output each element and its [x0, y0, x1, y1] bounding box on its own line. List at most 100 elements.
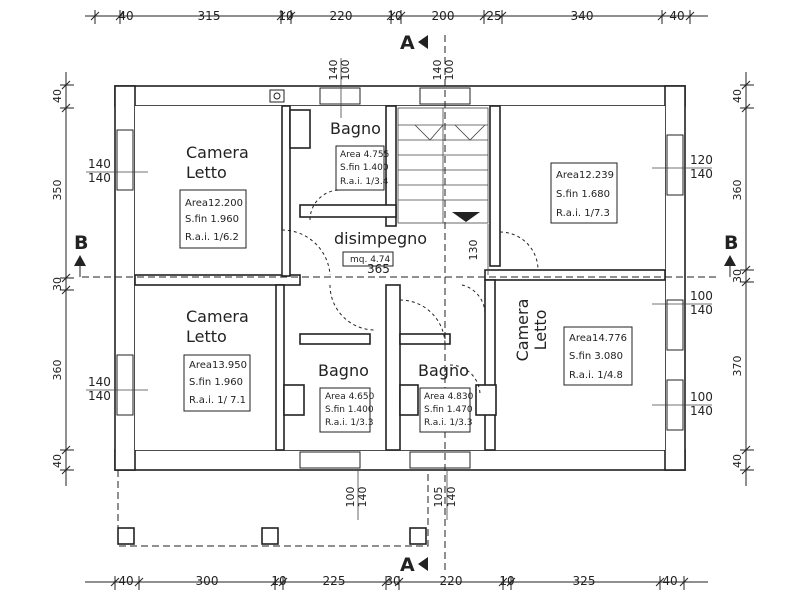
dim-top-3: 10 [278, 9, 293, 23]
room-rai: R.a.i. 1/3.3 [325, 418, 373, 428]
window-width: 140 [88, 375, 111, 389]
room-name-line1: Camera [513, 299, 532, 362]
room-camera-top-left: Camera Letto Area12.200 S.fin 1.960 R.a.… [86, 143, 249, 249]
dim-left-5: 40 [51, 454, 64, 468]
window-height: 140 [88, 171, 111, 185]
room-name: Bagno [330, 119, 381, 138]
dim-bottom-6: 220 [440, 574, 463, 588]
dim-left-2: 350 [51, 180, 64, 201]
section-b-left-label: B [74, 232, 88, 254]
dim-right-3: 30 [731, 269, 744, 283]
window-height: 140 [690, 303, 713, 317]
dim-top-4: 220 [330, 9, 353, 23]
dim-top-5: 10 [387, 9, 402, 23]
room-bagno-bottom-left: Bagno Area 4.650 S.fin 1.400 R.a.i. 1/3.… [318, 361, 375, 520]
window-width: 100 [690, 289, 713, 303]
dim-365: 365 [367, 262, 390, 276]
window-height: 140 [690, 167, 713, 181]
wall-stair-right [489, 105, 501, 267]
section-b-right-arrow-icon [724, 255, 736, 266]
niche-1 [289, 109, 311, 149]
window-bagnoBR [409, 451, 471, 469]
pillar-2 [261, 527, 279, 545]
room-area: Area12.239 [556, 170, 614, 181]
room-area: Area 4.650 [325, 392, 375, 402]
niche-2 [283, 384, 305, 416]
room-name: Bagno [318, 361, 369, 380]
dim-right-4: 370 [731, 356, 744, 377]
window-cameraBR-1 [666, 299, 684, 351]
section-b-left-arrow-icon [74, 255, 86, 266]
wall-mid-right [484, 269, 666, 281]
window-cameraBL [116, 354, 134, 416]
dim-right-1: 40 [731, 89, 744, 103]
niche-4 [399, 384, 419, 416]
wall-top [114, 85, 686, 107]
dim-bottom-9: 40 [662, 574, 677, 588]
window-height: 140 [445, 487, 458, 508]
wall-bagnoBL-top [299, 333, 371, 345]
window-height: 140 [88, 389, 111, 403]
room-rai: R.a.i. 1/6.2 [185, 232, 239, 243]
window-bagnoBL [299, 451, 361, 469]
stair-window-dim: 100 140 [431, 60, 456, 81]
section-b-right-label: B [724, 232, 738, 254]
room-sfin: S.fin 1.960 [189, 377, 243, 388]
pillar-1 [117, 527, 135, 545]
dim-right-5: 40 [731, 454, 744, 468]
room-name: disimpegno [334, 229, 427, 248]
dim-bottom-2: 300 [196, 574, 219, 588]
window-width: 105 [432, 487, 445, 508]
room-name-line1: Camera [186, 143, 249, 162]
wall-bottom [114, 449, 686, 471]
room-area: Area14.776 [569, 333, 627, 344]
window-width: 100 [344, 487, 357, 508]
room-rai: R.a.i. 1/ 7.1 [189, 395, 246, 406]
section-a-top-label: A [400, 32, 415, 54]
window2-height: 140 [690, 404, 713, 418]
room-area: Area 4.755 [340, 150, 389, 160]
window-height: 140 [431, 60, 444, 81]
wall-bagni-divider [385, 284, 401, 451]
stair-arrow-icon [452, 212, 480, 222]
wall-bagnoBR-top [399, 333, 451, 345]
dim-top-7: 25 [486, 9, 501, 23]
wall-mid-left [134, 274, 301, 286]
room-name-line2: Letto [186, 163, 227, 182]
bottom-dimension-chain: 40 300 10 225 30 220 10 325 40 [85, 574, 708, 590]
wall-bagno-stair [385, 105, 397, 227]
niche-3 [475, 384, 497, 416]
window2-width: 100 [690, 390, 713, 404]
room-bagno-bottom-right: Bagno Area 4.830 S.fin 1.470 R.a.i. 1/3.… [418, 361, 474, 520]
dim-left-1: 40 [51, 89, 64, 103]
wall-bagno-bottom [299, 204, 397, 218]
right-dimension-chain: 40 360 30 370 40 [731, 72, 754, 486]
dim-130: 130 [467, 240, 480, 261]
room-area: Area12.200 [185, 198, 243, 209]
room-bagno-top: Bagno Area 4.755 S.fin 1.400 R.a.i. 1/3.… [269, 58, 389, 191]
room-mq: mq. 4.74 [350, 255, 391, 265]
dim-top-1: 40 [118, 9, 133, 23]
room-name: Bagno [418, 361, 469, 380]
section-a-bottom-label: A [400, 554, 415, 576]
left-dimension-chain: 40 350 30 360 40 [51, 72, 74, 486]
room-area: Area13.950 [189, 360, 247, 371]
window-width: 140 [88, 157, 111, 171]
door-swings [281, 189, 539, 396]
window-width: 100 [339, 60, 352, 81]
dim-top-8: 340 [571, 9, 594, 23]
room-name-line2: Letto [186, 327, 227, 346]
room-rai: R.a.i. 1/7.3 [556, 208, 610, 219]
room-camera-bottom-right: Camera Letto Area14.776 S.fin 3.080 R.a.… [513, 289, 713, 418]
room-sfin: S.fin 1.960 [185, 214, 239, 225]
dim-left-4: 360 [51, 360, 64, 381]
room-sfin: S.fin 3.080 [569, 351, 623, 362]
dim-bottom-8: 325 [573, 574, 596, 588]
window-width: 120 [690, 153, 713, 167]
wall-cameraBL-bagno [275, 284, 285, 451]
section-lines [82, 35, 720, 570]
room-sfin: S.fin 1.400 [340, 163, 389, 173]
dim-bottom-7: 10 [499, 574, 514, 588]
pillar-3 [409, 527, 427, 545]
